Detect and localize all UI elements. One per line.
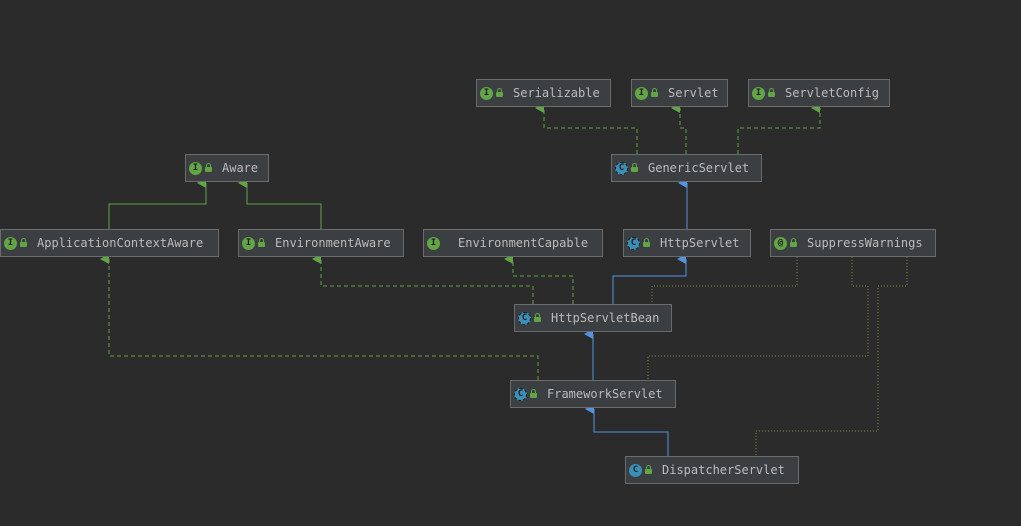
node-suppresswarnings[interactable]: @ SuppressWarnings (770, 229, 936, 257)
interface-icon: I (189, 161, 202, 175)
edge-genericservlet-servlet (671, 103, 687, 154)
lock-icon (496, 88, 503, 97)
interface-icon: I (427, 236, 440, 250)
interface-icon: I (752, 86, 765, 100)
lock-icon (768, 88, 775, 97)
node-environmentaware[interactable]: I EnvironmentAware (238, 229, 404, 257)
interface-icon: I (480, 86, 493, 100)
node-serializable[interactable]: I Serializable (476, 79, 611, 107)
node-label: HttpServlet (660, 236, 740, 250)
edge-suppresswarnings-dispatcherservlet (755, 257, 908, 456)
node-aware[interactable]: I Aware (185, 154, 269, 182)
lock-icon (258, 238, 265, 247)
node-label: ApplicationContextAware (37, 236, 204, 250)
edge-dispatcherservlet-frameworkservlet (585, 404, 669, 456)
node-servletconfig[interactable]: I ServletConfig (748, 79, 890, 107)
node-genericservlet[interactable]: C GenericServlet (611, 154, 762, 182)
node-label: EnvironmentCapable (458, 236, 589, 250)
node-label: FrameworkServlet (547, 387, 663, 401)
abstract-class-icon: C (518, 311, 531, 325)
node-label: DispatcherServlet (662, 463, 785, 477)
edge-genericservlet-servletconfig (737, 103, 821, 154)
annotation-icon: @ (774, 236, 787, 250)
node-dispatcherservlet[interactable]: C DispatcherServlet (625, 456, 799, 484)
lock-icon (530, 389, 537, 398)
lock-icon (645, 465, 652, 474)
node-label: Aware (222, 161, 259, 175)
edge-applicationcontextaware-aware (108, 178, 207, 229)
lock-icon (651, 88, 658, 97)
edge-suppresswarnings-frameworkservlet (647, 257, 869, 380)
edge-httpservletbean-environmentaware (312, 254, 534, 304)
edge-frameworkservlet-applicationcontextaware (100, 254, 539, 380)
node-label: Servlet (668, 86, 719, 100)
node-frameworkservlet[interactable]: C FrameworkServlet (510, 380, 676, 408)
lock-icon (643, 238, 650, 247)
node-label: EnvironmentAware (275, 236, 391, 250)
abstract-class-icon: C (514, 387, 527, 401)
node-label: GenericServlet (648, 161, 750, 175)
lock-icon (631, 163, 638, 172)
edge-environmentaware-aware (238, 178, 322, 229)
class-icon: C (629, 463, 642, 477)
edge-httpservletbean-environmentcapable (504, 254, 574, 304)
node-httpservletbean[interactable]: C HttpServletBean (514, 304, 672, 332)
interface-icon: I (4, 236, 17, 250)
node-applicationcontextaware[interactable]: I ApplicationContextAware (0, 229, 219, 257)
lock-icon (534, 313, 541, 322)
node-label: SuppressWarnings (807, 236, 923, 250)
node-httpservlet[interactable]: C HttpServlet (623, 229, 751, 257)
interface-icon: I (635, 86, 648, 100)
node-label: HttpServletBean (551, 311, 660, 325)
node-label: ServletConfig (785, 86, 879, 100)
interface-icon: I (242, 236, 255, 250)
node-environmentcapable[interactable]: I EnvironmentCapable (423, 229, 603, 257)
edge-genericservlet-serializable (535, 103, 638, 154)
lock-icon (790, 238, 797, 247)
node-servlet[interactable]: I Servlet (631, 79, 728, 107)
lock-icon (205, 163, 212, 172)
edge-suppresswarnings-httpservletbean (651, 257, 798, 304)
node-label: Serializable (513, 86, 600, 100)
lock-icon (20, 238, 27, 247)
abstract-class-icon: C (627, 236, 640, 250)
edge-httpservletbean-httpservlet (612, 254, 687, 304)
abstract-class-icon: C (615, 161, 628, 175)
